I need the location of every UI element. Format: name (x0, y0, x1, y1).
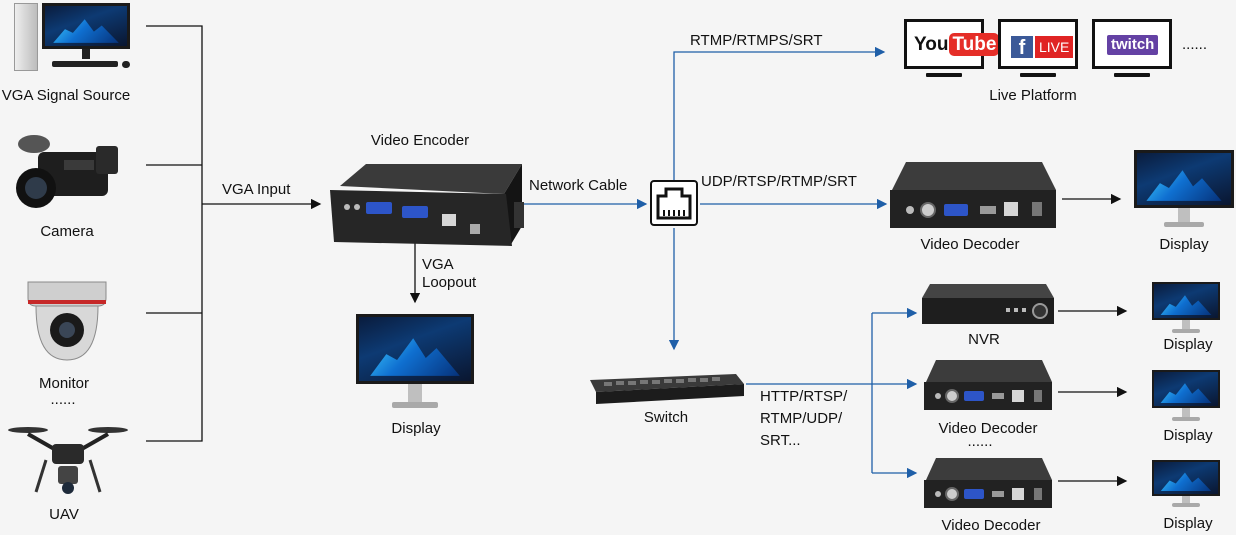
video-decoder-mid-device (920, 358, 1056, 414)
nvr-label: NVR (968, 331, 1000, 348)
nvr-display (1152, 282, 1220, 338)
video-decoder-top-label: Video Decoder (920, 236, 1020, 253)
monitor-label: Monitor (38, 375, 90, 392)
switch-protocols-line3: SRT... (760, 432, 801, 449)
decoder-mid-display-label: Display (1163, 427, 1213, 444)
decoder-bottom-display (1152, 460, 1220, 512)
decoder-bottom-display-label: Display (1163, 515, 1213, 532)
video-decoder-mid-label: Video Decoder (938, 420, 1038, 437)
rtmp-arrow (673, 46, 886, 180)
encoder-display-label: Display (391, 420, 441, 437)
video-decoder-more: ...... (967, 433, 993, 450)
ethernet-port-icon (650, 180, 698, 226)
facebook-icon: f (1011, 36, 1033, 59)
vga-signal-source-label: VGA Signal Source (1, 87, 131, 104)
pc-tower (14, 3, 38, 71)
twitch-tv: twitch (1092, 19, 1172, 69)
source-bus-line (146, 25, 203, 442)
mouse (122, 61, 130, 68)
video-encoder-label: Video Encoder (370, 132, 470, 149)
decoder-mid-display (1152, 370, 1220, 426)
video-decoder-bottom-label: Video Decoder (941, 517, 1041, 534)
switch-protocols-line2: RTMP/UDP/ (760, 410, 843, 427)
decoder-top-display-label: Display (1159, 236, 1209, 253)
live-platform-label: Live Platform (989, 87, 1077, 104)
rtmp-label: RTMP/RTMPS/SRT (690, 32, 823, 49)
live-badge: LIVE (1035, 36, 1074, 58)
keyboard (52, 61, 118, 67)
network-cable-label: Network Cable (529, 177, 628, 194)
network-switch-device (586, 370, 746, 408)
vga-signal-source-pc (14, 3, 132, 73)
encoder-display (356, 314, 474, 410)
camera-icon (10, 130, 126, 214)
monitor-more: ...... (50, 391, 76, 408)
pc-monitor-screen (42, 3, 130, 49)
video-decoder-bottom-device (920, 456, 1056, 512)
decoder-top-display (1134, 150, 1234, 230)
vga-loopout-label-line2: Loopout (422, 274, 477, 291)
video-decoder-top-device (886, 160, 1062, 232)
uav-drone-icon (6, 420, 130, 500)
switch-label: Switch (643, 409, 689, 426)
video-encoder-device (326, 160, 526, 250)
twitch-logo: twitch (1107, 35, 1159, 55)
vga-loopout-label-line1: VGA (422, 256, 454, 273)
uav-label: UAV (49, 506, 79, 523)
switch-protocols-line1: HTTP/RTSP/ (760, 388, 848, 405)
camera-label: Camera (40, 223, 94, 240)
nvr-display-label: Display (1163, 336, 1213, 353)
facebook-live-tv: f LIVE (998, 19, 1078, 69)
dome-monitor-icon (22, 276, 112, 362)
live-platform-more: ...... (1182, 36, 1208, 53)
nvr-device (920, 282, 1056, 328)
vga-input-label: VGA Input (222, 181, 291, 198)
udp-label: UDP/RTSP/RTMP/SRT (701, 173, 857, 190)
